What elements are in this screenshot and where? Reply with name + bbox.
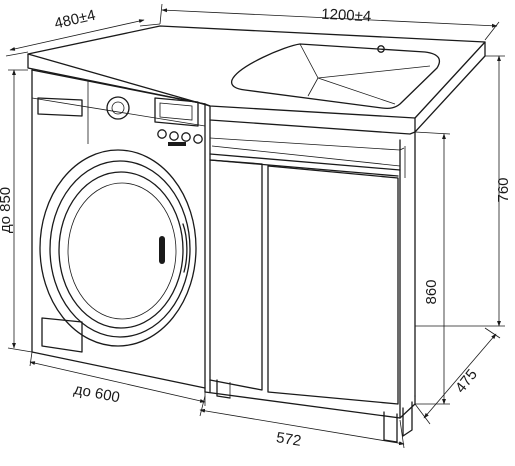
dimension-door-height: 860 <box>414 131 451 405</box>
right-door <box>267 165 399 405</box>
program-knob <box>106 96 130 120</box>
faucet-hole <box>377 45 385 53</box>
sink-basin <box>230 43 441 110</box>
dimension-machine-height: до 850 <box>0 69 33 353</box>
service-hatch <box>41 317 83 353</box>
dimension-cabinet-width: 572 <box>199 395 405 450</box>
dimension-cabinet-depth: 475 <box>414 327 501 425</box>
door-height-label: 860 <box>423 279 440 304</box>
cabinet-width-label: 572 <box>275 429 302 450</box>
left-door <box>209 159 263 391</box>
top-depth-label: 480±4 <box>53 7 97 33</box>
dimension-cabinet-height: 760 <box>415 55 512 327</box>
machine-width-label: до 600 <box>73 381 122 407</box>
top-width-label: 1200±4 <box>321 6 372 26</box>
dimension-top-depth: 480±4 <box>5 7 161 57</box>
countertop <box>27 25 486 135</box>
drum-door <box>39 149 197 347</box>
dimension-top-width: 1200±4 <box>159 3 500 41</box>
sink-cabinet <box>204 119 416 443</box>
washing-machine <box>31 69 206 393</box>
cabinet-depth-label: 475 <box>452 366 481 396</box>
machine-height-label: до 850 <box>0 187 14 233</box>
dimension-machine-width: до 600 <box>29 351 206 407</box>
cabinet-height-label: 760 <box>495 177 512 202</box>
